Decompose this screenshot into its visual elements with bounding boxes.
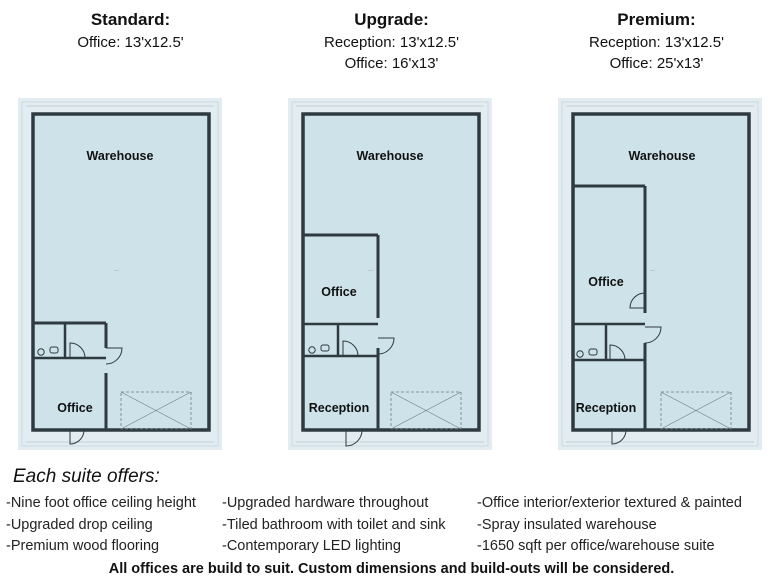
list-item: -Office interior/exterior textured & pai… [477, 495, 742, 511]
svg-text:-----: ----- [368, 268, 373, 272]
plan-title: Upgrade: [354, 10, 429, 29]
standard-heading: Standard: Office: 13'x12.5' [0, 8, 261, 53]
offers-list-col-2: -Upgraded hardware throughout -Tiled bat… [222, 493, 446, 558]
building-outline [31, 112, 211, 432]
overhead-door [390, 391, 462, 430]
building-outline [571, 112, 751, 432]
list-item: -Tiled bathroom with toilet and sink [222, 516, 446, 533]
list-item: -Upgraded drop ceiling [6, 516, 153, 533]
standard-floor-plan: ----- Warehouse Office [18, 98, 222, 450]
office-label: Office [588, 275, 623, 289]
plan-spec: Office: 16'x13' [344, 55, 439, 72]
office-label: Office [321, 285, 356, 299]
office-label: Office [57, 401, 92, 415]
offers-list-col-1: -Nine foot office ceiling height -Upgrad… [6, 493, 196, 558]
svg-text:-----: ----- [650, 268, 655, 272]
warehouse-label: Warehouse [629, 149, 696, 163]
svg-text:-----: ----- [114, 268, 119, 272]
plan-spec: Reception: 13'x12.5' [589, 34, 724, 51]
warehouse-label: Warehouse [357, 149, 424, 163]
upgrade-heading: Upgrade: Reception: 13'x12.5' Office: 16… [261, 8, 522, 74]
reception-label: Reception [576, 401, 636, 415]
sink-icon [49, 346, 59, 354]
premium-floor-plan: ----- Warehouse Office Reception [558, 98, 762, 450]
upgrade-floor-plan: ----- Warehouse Office Reception [288, 98, 492, 450]
list-item: -Upgraded hardware throughout [222, 495, 429, 511]
list-item: -Contemporary LED lighting [222, 538, 401, 554]
plan-spec: Office: 25'x13' [609, 55, 704, 72]
building-outline [301, 112, 481, 432]
sink-icon [588, 348, 598, 356]
footer-note: All offices are build to suit. Custom di… [108, 561, 675, 577]
list-item: -1650 sqft per office/warehouse suite [477, 538, 715, 554]
offers-list-col-3: -Office interior/exterior textured & pai… [477, 493, 742, 558]
plan-spec: Reception: 13'x12.5' [324, 34, 459, 51]
premium-heading: Premium: Reception: 13'x12.5' Office: 25… [526, 8, 783, 74]
list-item: -Premium wood flooring [6, 538, 160, 554]
toilet-icon [37, 348, 45, 356]
sink-icon [320, 344, 330, 352]
plan-title: Standard: [90, 10, 171, 29]
overhead-door [660, 391, 732, 430]
warehouse-label: Warehouse [87, 149, 154, 163]
toilet-icon [576, 350, 584, 358]
plan-spec: Office: 13'x12.5' [77, 34, 184, 51]
toilet-icon [308, 346, 316, 354]
list-item: -Spray insulated warehouse [477, 516, 657, 533]
overhead-door [120, 391, 192, 430]
list-item: -Nine foot office ceiling height [6, 495, 196, 511]
offers-title: Each suite offers: [13, 466, 160, 487]
reception-label: Reception [309, 401, 369, 415]
plan-title: Premium: [617, 10, 696, 29]
